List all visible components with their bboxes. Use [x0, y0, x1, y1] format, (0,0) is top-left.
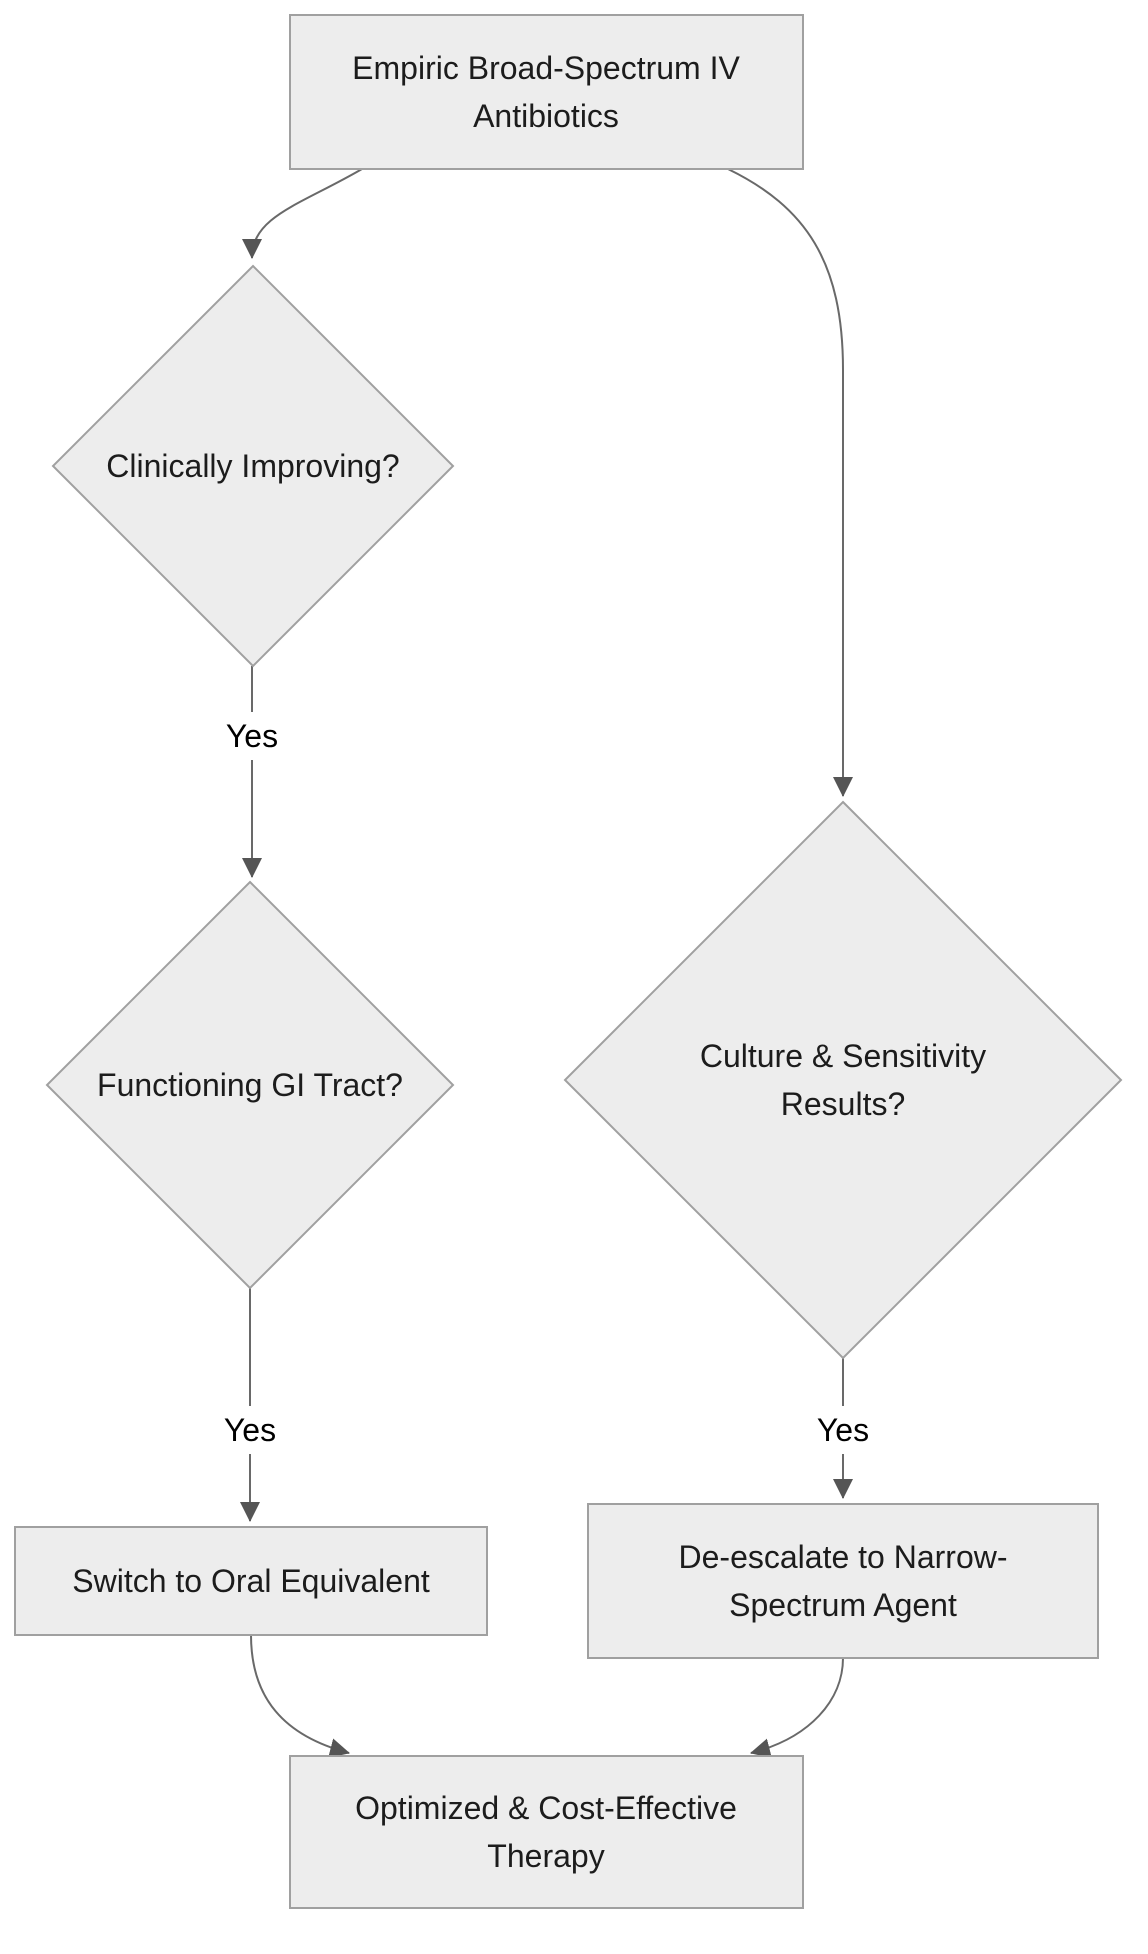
node-label-deescalate: De-escalate to Narrow-Spectrum Agent: [678, 1539, 1008, 1623]
edge-label-yes-clinically-to-gi: Yes: [215, 712, 289, 760]
node-label-functioning-gi-tract: Functioning GI Tract?: [97, 1067, 403, 1103]
edge-label-yes-culture-to-deescalate: Yes: [806, 1406, 880, 1454]
edge-empiric-to-culture-results: [727, 168, 853, 797]
node-label-empiric-antibiotics: Empiric Broad-Spectrum IV Antibiotics: [352, 50, 740, 134]
node-label-culture-sensitivity: Culture & Sensitivity Results?: [699, 1038, 987, 1122]
edge-switch-oral-to-optimized: [250, 1634, 350, 1758]
node-diamond-clinically-improving: [51, 264, 455, 668]
node-box-empiric-antibiotics: [289, 14, 804, 170]
node-label-clinically-improving: Clinically Improving?: [106, 448, 400, 484]
node-box-deescalate: [587, 1503, 1099, 1659]
node-box-optimized-therapy: [289, 1755, 804, 1909]
node-diamond-functioning-gi-tract: [45, 880, 455, 1290]
node-layer: [14, 14, 1123, 1909]
node-diamond-culture-sensitivity: [563, 800, 1123, 1360]
edge-empiric-to-clinically-improving: [242, 168, 363, 259]
node-label-optimized-therapy: Optimized & Cost-Effective Therapy: [355, 1790, 737, 1874]
node-box-switch-oral: [14, 1526, 488, 1636]
edge-label-yes-gi-to-switch: Yes: [213, 1406, 287, 1454]
edge-deescalate-to-optimized: [750, 1657, 844, 1759]
node-label-switch-oral: Switch to Oral Equivalent: [72, 1563, 430, 1599]
